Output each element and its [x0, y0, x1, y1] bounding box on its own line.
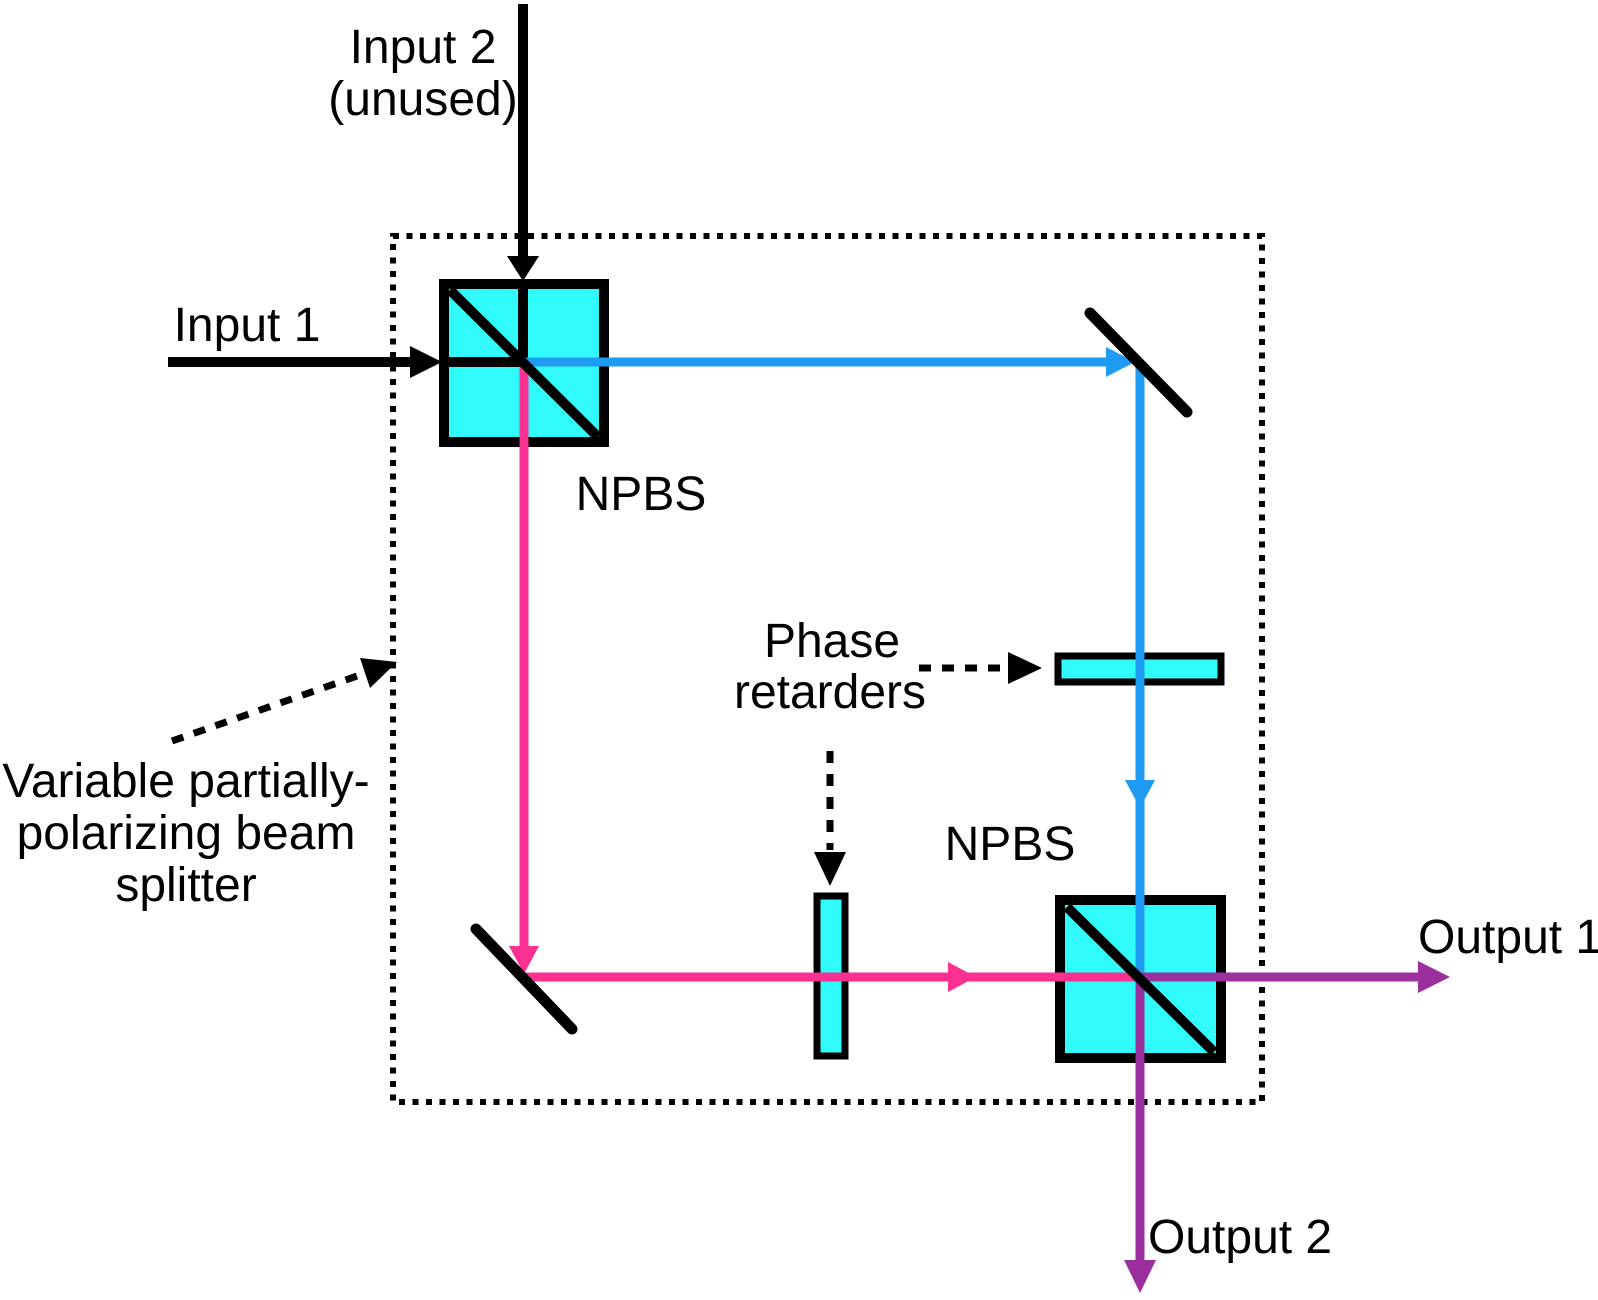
phase-retarders-label-line2: retarders — [734, 666, 926, 719]
phase-pointer-h-arrowhead-icon — [1008, 652, 1042, 684]
mirror-bottom-left — [470, 923, 578, 1035]
input2-arrowhead-icon — [507, 256, 539, 281]
npbs-bottom-diagonal — [1063, 903, 1218, 1056]
npbs-top-diagonal — [446, 286, 602, 441]
input1-label: Input 1 — [174, 299, 321, 352]
mirror-top-right — [1084, 307, 1193, 418]
vppbs-label-line1: Variable partially- — [2, 755, 369, 808]
input2-label-line2: (unused) — [328, 73, 517, 126]
vppbs-label-line3: splitter — [115, 859, 256, 912]
vppbs-dotted-boundary — [390, 233, 1265, 1105]
pink-beam-path — [509, 364, 1140, 992]
pink-arrowhead-down-icon — [509, 946, 539, 974]
npbs-bottom-label: NPBS — [945, 818, 1076, 871]
output2-arrowhead-icon — [1124, 1260, 1156, 1293]
blue-arrowhead-down-icon — [1125, 780, 1155, 808]
output1-arrowhead-icon — [1418, 961, 1450, 993]
output1-beam — [1140, 961, 1450, 993]
input2-beam — [507, 4, 539, 366]
phase-retarders-label-line1: Phase — [764, 615, 900, 668]
input1-beam — [168, 346, 528, 378]
output2-label: Output 2 — [1148, 1211, 1332, 1264]
npbs-top-label: NPBS — [576, 468, 707, 521]
output1-label: Output 1 — [1418, 911, 1598, 964]
phase-retarders-pointer-vertical — [814, 751, 846, 886]
vppbs-pointer-line — [170, 672, 359, 745]
output2-beam — [1124, 977, 1156, 1293]
blue-arrowhead-right-icon — [1106, 347, 1135, 377]
vppbs-pointer — [170, 658, 397, 745]
blue-beam-path — [524, 347, 1155, 977]
input2-label-line1: Input 2 — [350, 21, 497, 74]
phase-pointer-v-arrowhead-icon — [814, 852, 846, 886]
input1-arrowhead-icon — [410, 346, 442, 378]
vppbs-pointer-arrowhead-icon — [360, 658, 397, 688]
vppbs-label-line2: polarizing beam — [17, 807, 356, 860]
phase-retarders-pointer-horizontal — [919, 652, 1042, 684]
pink-arrowhead-right-icon — [948, 962, 976, 992]
